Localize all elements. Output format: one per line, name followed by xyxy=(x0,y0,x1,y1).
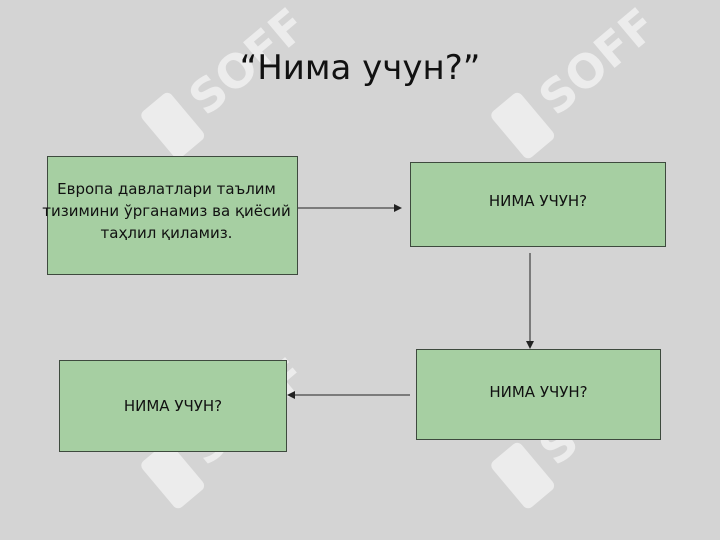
box-europe-education: Европа давлатлари таълим тизимини ўргана… xyxy=(42,156,298,275)
box-why-1: НИМА УЧУН? xyxy=(410,162,666,247)
box-why-2: НИМА УЧУН? xyxy=(416,349,661,440)
box-why-3-text: НИМА УЧУН? xyxy=(123,397,223,415)
slide-title: “Нима учун?” xyxy=(239,48,481,88)
box-why-1-text: НИМА УЧУН? xyxy=(488,191,588,210)
box-why-2-text: НИМА УЧУН? xyxy=(489,382,588,401)
box-europe-education-text: Европа давлатлари таълим тизимини ўргана… xyxy=(42,179,291,242)
box-why-3: НИМА УЧУН? xyxy=(59,360,287,452)
